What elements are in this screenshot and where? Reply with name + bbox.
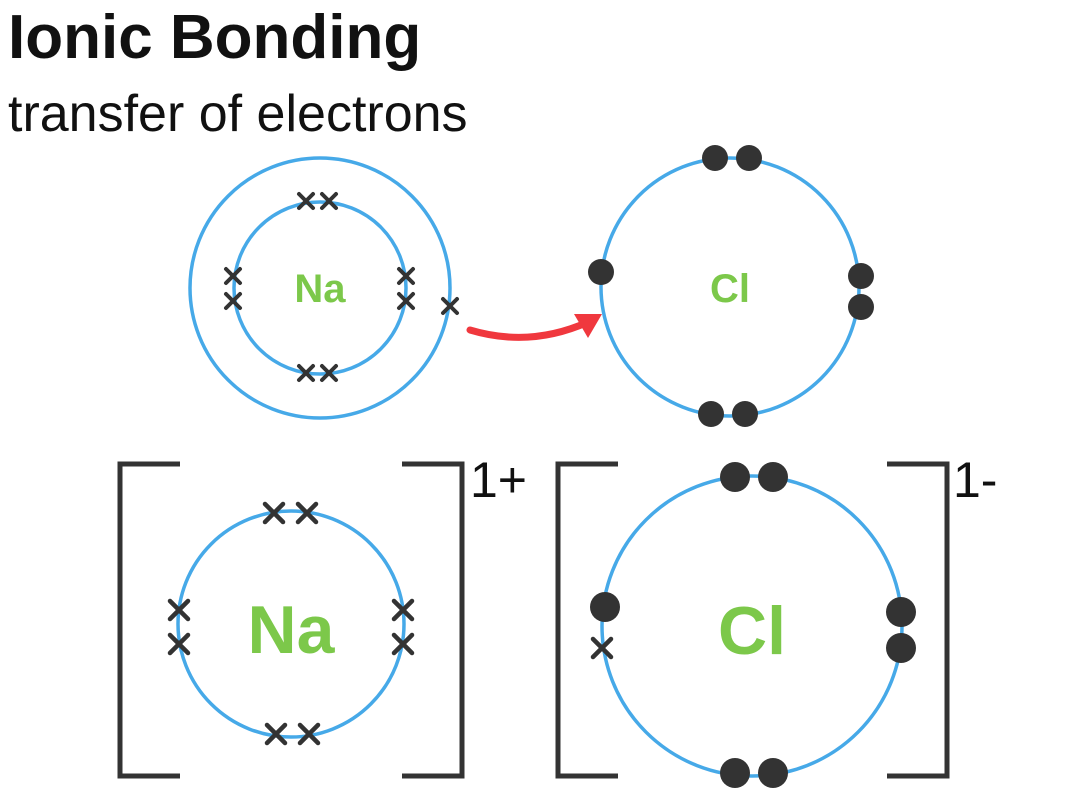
electron-dot (886, 633, 916, 663)
sodium-atom-symbol: Na (294, 267, 346, 311)
electron-dot (588, 259, 614, 285)
page-subtitle: transfer of electrons (8, 85, 468, 143)
chloride-ion-charge: 1- (953, 452, 997, 508)
electron-dot (758, 758, 788, 788)
chloride-ion-electrons (590, 462, 916, 788)
electron-dot (736, 145, 762, 171)
electron-dot (590, 592, 620, 622)
chloride-ion: Cl 1- (555, 452, 997, 788)
electron-dot (698, 401, 724, 427)
chlorine-atom: Cl (588, 145, 874, 427)
electron-dot (702, 145, 728, 171)
right-bracket (887, 461, 950, 779)
electron-transfer-arrow (466, 314, 602, 341)
right-bracket (402, 461, 465, 779)
sodium-ion-charge: 1+ (470, 452, 527, 508)
electron-dot (758, 462, 788, 492)
sodium-ion-shell (176, 509, 406, 739)
electron-dot (848, 263, 874, 289)
electron-dot (886, 597, 916, 627)
sodium-atom: Na (188, 156, 459, 420)
left-bracket (555, 461, 618, 779)
chlorine-electrons (588, 145, 874, 427)
electron-dot (848, 294, 874, 320)
sodium-inner-shell (232, 200, 408, 376)
page-title: Ionic Bonding (8, 3, 422, 72)
electron-dot (720, 462, 750, 492)
chlorine-atom-symbol: Cl (710, 267, 750, 311)
sodium-outer-shell (188, 156, 452, 420)
sodium-ion-symbol: Na (248, 592, 336, 668)
electron-dot (732, 401, 758, 427)
chloride-ion-symbol: Cl (718, 593, 786, 669)
left-bracket (117, 461, 180, 779)
sodium-ion: Na 1+ (117, 452, 527, 779)
electron-dot (720, 758, 750, 788)
